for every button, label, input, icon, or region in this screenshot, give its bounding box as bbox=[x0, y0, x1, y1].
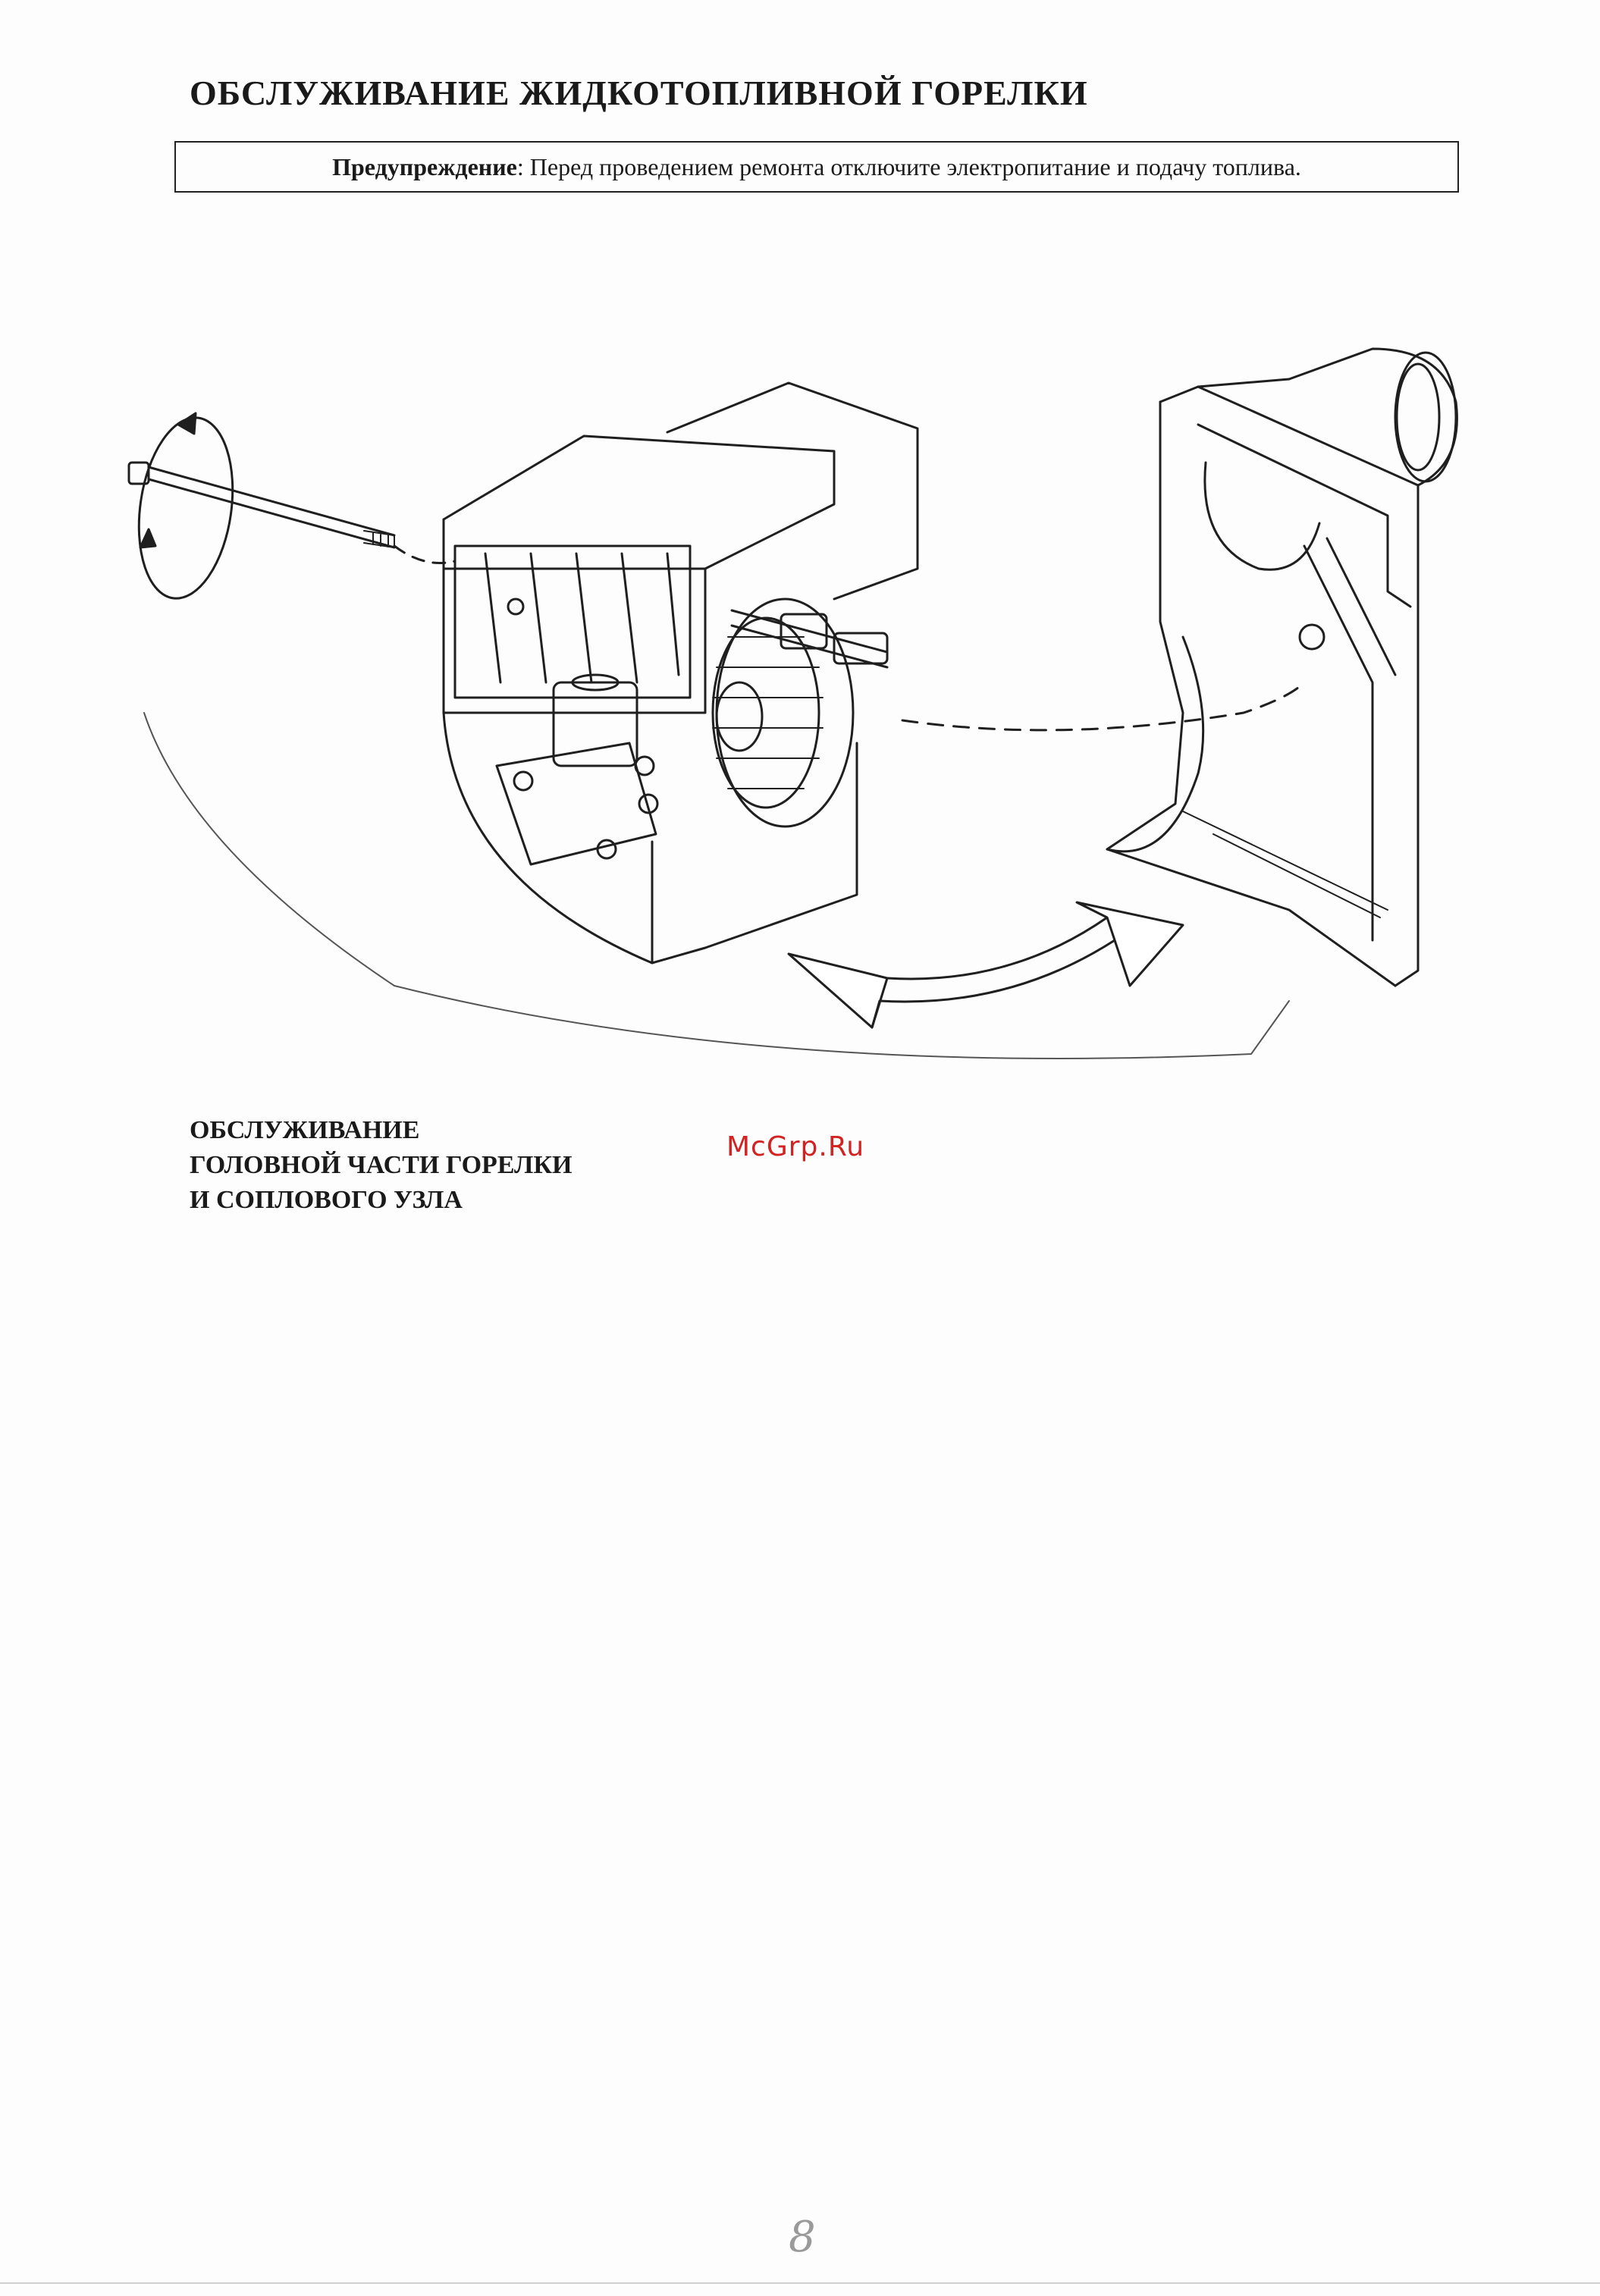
section-heading-line-1: ОБСЛУЖИВАНИЕ bbox=[190, 1113, 573, 1148]
section-heading-line-2: ГОЛОВНОЙ ЧАСТИ ГОРЕЛКИ bbox=[190, 1148, 573, 1183]
rotate-arrow-icon bbox=[128, 412, 243, 604]
bolt-icon bbox=[129, 463, 394, 547]
figure-backdrop-outline bbox=[144, 713, 1289, 1059]
warning-text: : Перед проведением ремонта отключите эл… bbox=[517, 153, 1301, 181]
warning-label: Предупреждение bbox=[332, 153, 517, 181]
section-heading-line-3: И СОПЛОВОГО УЗЛА bbox=[190, 1183, 573, 1218]
bolt-guide-line bbox=[394, 546, 455, 563]
swing-arrow-icon bbox=[789, 902, 1183, 1027]
scan-edge-divider bbox=[0, 2282, 1600, 2284]
section-heading: ОБСЛУЖИВАНИЕ ГОЛОВНОЙ ЧАСТИ ГОРЕЛКИ И СО… bbox=[190, 1113, 573, 1218]
warning-box: Предупреждение: Перед проведением ремонт… bbox=[174, 141, 1459, 193]
burner-body-icon bbox=[444, 383, 918, 963]
head-guide-line bbox=[902, 682, 1304, 730]
watermark: McGrp.Ru bbox=[726, 1131, 864, 1162]
page-number: 8 bbox=[789, 2213, 816, 2262]
burner-head-icon bbox=[1107, 349, 1457, 986]
burner-maintenance-figure bbox=[0, 318, 1600, 1092]
page-title: ОБСЛУЖИВАНИЕ ЖИДКОТОПЛИВНОЙ ГОРЕЛКИ bbox=[190, 73, 1088, 113]
